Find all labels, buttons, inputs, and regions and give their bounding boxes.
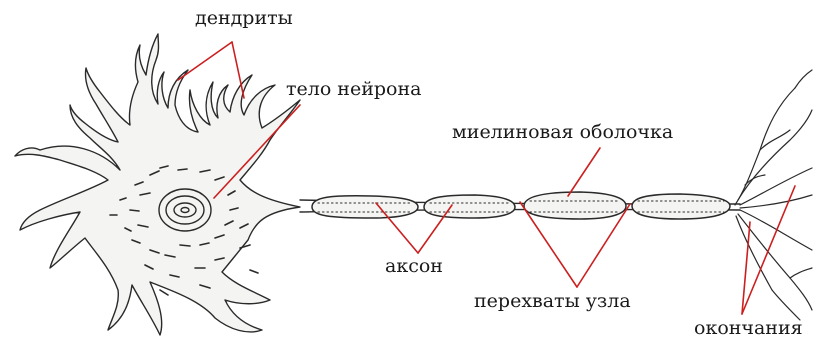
leader-myelin (568, 148, 600, 196)
cell-body (15, 34, 300, 335)
label-endings: окончания (694, 319, 803, 338)
leader-lines (178, 42, 795, 314)
label-dendrites: дендриты (195, 9, 293, 28)
leader-dendrites-1 (178, 42, 232, 80)
label-nodes: перехваты узла (474, 292, 631, 311)
myelin-segments (312, 192, 730, 219)
label-cell-body: тело нейрона (286, 80, 421, 99)
label-axon: аксон (385, 257, 443, 276)
label-myelin-sheath: миелиновая оболочка (452, 123, 673, 142)
leader-endings-1 (742, 222, 750, 314)
axon-terminals (735, 70, 812, 320)
